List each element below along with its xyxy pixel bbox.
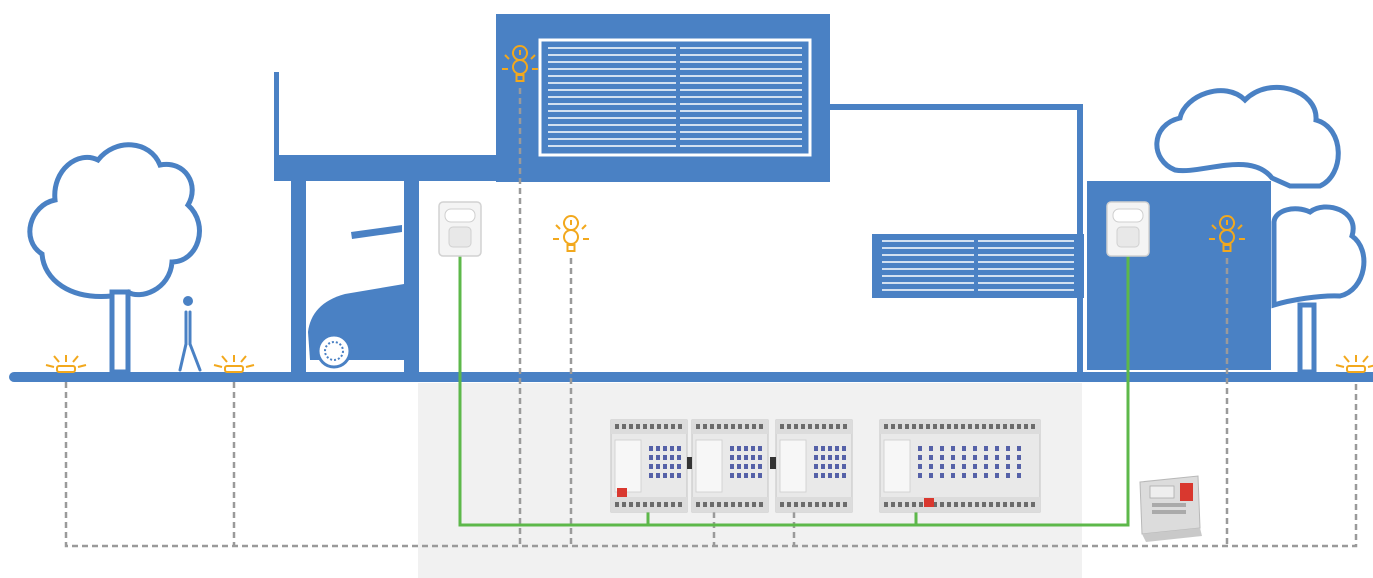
bus-line: [458, 252, 1130, 527]
switch-actuator-2: [691, 419, 769, 513]
ground-light-icon: [213, 354, 255, 373]
ground-light-icon: [1335, 354, 1373, 373]
switch-actuator-3: [775, 419, 853, 513]
motion-detector-icon: [1106, 201, 1150, 257]
car-icon: [308, 284, 404, 369]
ground-light-icon: [45, 354, 87, 373]
lighting-wiring: [64, 88, 1358, 548]
walking-person-icon: [178, 296, 202, 372]
light-bulb-icon: [552, 215, 590, 252]
window-shutters-middle: [872, 234, 1084, 298]
bus-interface: [1139, 475, 1202, 542]
tree-icon: [27, 142, 202, 375]
motion-detector-icon: [438, 201, 482, 257]
window-shutters-upper: [548, 47, 802, 147]
switch-actuator-1: [610, 419, 688, 513]
tree-icon: [1154, 84, 1367, 375]
dimming-actuator: [879, 419, 1041, 513]
upper-building: [496, 14, 830, 182]
